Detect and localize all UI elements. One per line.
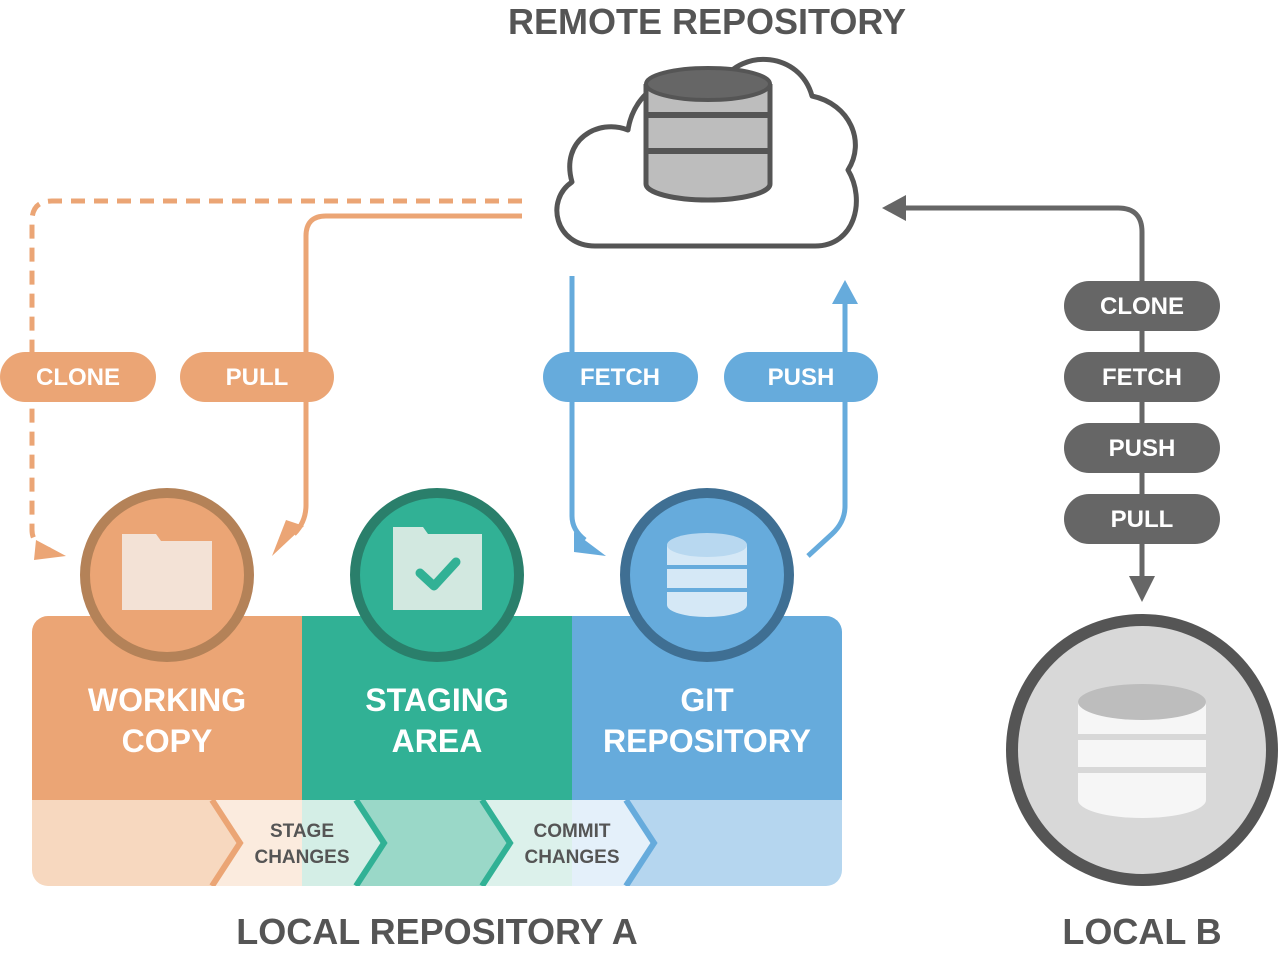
stage-changes-line2: CHANGES [254, 847, 349, 868]
working-copy-label: WORKING COPY [88, 682, 246, 759]
local-b-title: LOCAL B [1062, 911, 1221, 952]
remote-arrowhead [882, 195, 906, 221]
pill-right-pull-label: PULL [1111, 506, 1174, 533]
database-icon [667, 533, 747, 617]
local-a-title: LOCAL REPOSITORY A [236, 911, 637, 952]
working-copy-line2: COPY [122, 723, 213, 759]
push-connector [806, 300, 848, 558]
fetch-arrowhead [574, 532, 606, 556]
pill-right-pull[interactable]: PULL [1064, 494, 1220, 544]
pill-push[interactable]: PUSH [724, 352, 878, 402]
local-b-database-icon [1078, 684, 1206, 818]
cloud-database-icon [554, 56, 859, 249]
staging-area-line1: STAGING [365, 682, 508, 718]
remote-title: REMOTE REPOSITORY [508, 1, 906, 42]
local-b-circle [1006, 614, 1278, 886]
clone-arrowhead [34, 540, 66, 560]
pill-pull-label: PULL [226, 364, 289, 391]
pill-right-clone-label: CLONE [1100, 293, 1184, 320]
stage-changes-line1: STAGE [270, 821, 334, 842]
working-copy-line1: WORKING [88, 682, 246, 718]
folder-icon [122, 534, 212, 610]
folder-check-icon [393, 527, 482, 610]
pill-right-fetch[interactable]: FETCH [1064, 352, 1220, 402]
commit-changes-line1: COMMIT [533, 821, 610, 842]
local-b-arrowhead [1129, 576, 1155, 602]
pill-fetch[interactable]: FETCH [543, 352, 698, 402]
working-copy-circle [80, 488, 254, 662]
git-repository-line1: GIT [680, 682, 734, 718]
local-b-connector [905, 205, 1145, 580]
git-repository-line2: REPOSITORY [603, 723, 811, 759]
pill-right-push[interactable]: PUSH [1064, 423, 1220, 473]
staging-area-line2: AREA [392, 723, 483, 759]
git-repository-circle [620, 488, 794, 662]
staging-area-circle [350, 488, 524, 662]
push-arrowhead [832, 280, 858, 304]
commit-changes-line2: CHANGES [524, 847, 619, 868]
fetch-connector [569, 276, 587, 542]
pill-right-fetch-label: FETCH [1102, 364, 1182, 391]
commit-changes-step: COMMIT CHANGES [524, 821, 619, 868]
pill-right-clone[interactable]: CLONE [1064, 281, 1220, 331]
stage-changes-step: STAGE CHANGES [254, 821, 349, 868]
pill-push-label: PUSH [768, 364, 835, 391]
pill-pull[interactable]: PULL [180, 352, 334, 402]
staging-area-label: STAGING AREA [365, 682, 508, 759]
git-repository-label: GIT REPOSITORY [603, 682, 811, 759]
pill-clone[interactable]: CLONE [0, 352, 156, 402]
pill-fetch-label: FETCH [580, 364, 660, 391]
pill-clone-label: CLONE [36, 364, 120, 391]
pull-arrowhead [272, 520, 304, 556]
pill-right-push-label: PUSH [1109, 435, 1176, 462]
